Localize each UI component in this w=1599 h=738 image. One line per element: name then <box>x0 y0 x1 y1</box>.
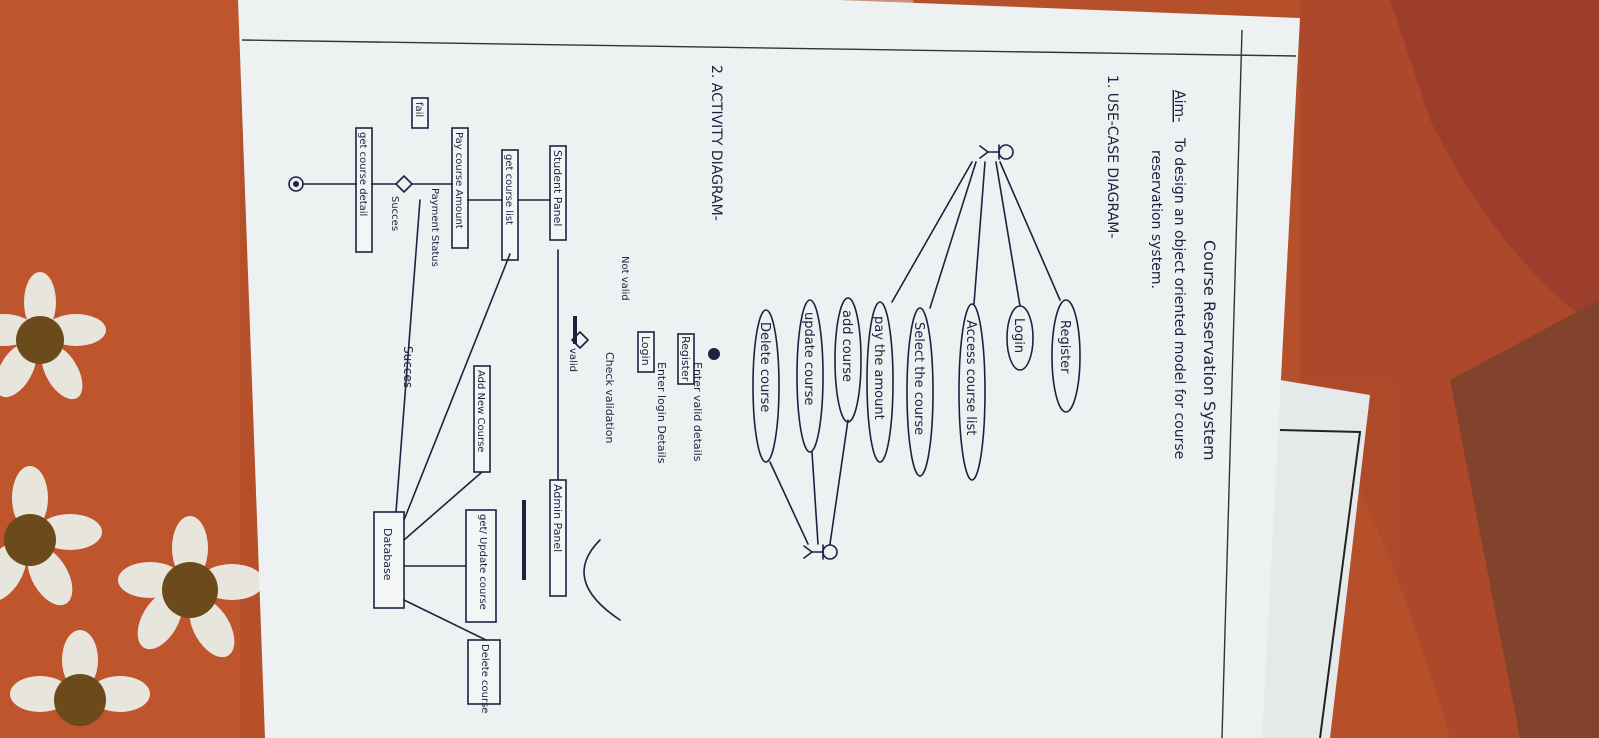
svg-text:add course: add course <box>839 310 854 382</box>
svg-text:Pay course Amount: Pay course Amount <box>453 132 464 229</box>
login-box <box>637 331 655 373</box>
flower-decoration <box>0 272 264 726</box>
decision-node <box>571 331 589 349</box>
svg-text:Login: Login <box>1011 318 1026 353</box>
delete-course-box <box>467 639 501 705</box>
register-box <box>677 333 695 385</box>
student-actor-icon <box>979 144 1014 160</box>
svg-text:Login: Login <box>639 336 652 366</box>
svg-text:Register: Register <box>1057 320 1072 374</box>
svg-text:Student Panel: Student Panel <box>551 150 564 226</box>
svg-text:Delete course: Delete course <box>757 322 772 412</box>
page-margin-top <box>241 39 1297 57</box>
use-case-update-course: update course <box>796 299 824 453</box>
svg-text:Not valid: Not valid <box>619 256 630 301</box>
use-case-delete-course: Delete course <box>752 309 780 463</box>
svg-text:Register: Register <box>679 336 692 382</box>
get-course-detail-box <box>355 127 373 253</box>
svg-text:Select the course: Select the course <box>911 322 926 435</box>
use-case-pay-amount: pay the amount <box>866 301 894 463</box>
use-case-access-course-list: Access course list <box>958 303 986 481</box>
back-sheet <box>1250 375 1370 738</box>
aim-label: Aim- <box>1171 90 1187 122</box>
page-title: Course Reservation System <box>1200 240 1219 461</box>
svg-text:Succes: Succes <box>389 196 400 231</box>
svg-text:valid: valid <box>567 348 578 372</box>
svg-text:Access course list: Access course list <box>963 320 978 435</box>
use-case-select-course: Select the course <box>906 307 934 477</box>
svg-text:update course: update course <box>801 312 816 405</box>
aim-line-1: To design an object oriented model for c… <box>1171 137 1187 459</box>
admin-actor-icon <box>803 544 838 560</box>
svg-text:get course detail: get course detail <box>357 132 368 216</box>
start-node <box>708 348 720 360</box>
svg-text:Payment Status: Payment Status <box>429 188 440 267</box>
svg-text:get course list: get course list <box>503 154 514 225</box>
pay-course-amount-box <box>451 127 469 249</box>
use-case-connectors <box>769 161 1061 545</box>
svg-text:Admin Panel: Admin Panel <box>551 484 564 552</box>
svg-text:Delete course: Delete course <box>479 644 490 713</box>
svg-text:fail: fail <box>413 102 424 117</box>
svg-text:Database: Database <box>381 528 394 581</box>
section-use-case: 1. USE-CASE DIAGRAM- <box>1104 75 1120 238</box>
section-activity: 2. ACTIVITY DIAGRAM- <box>708 65 724 221</box>
fail-box <box>411 97 429 129</box>
database-box <box>373 511 405 609</box>
page-margin-right <box>1221 29 1243 738</box>
svg-text:Check validation: Check validation <box>603 352 616 444</box>
svg-text:Succes: Succes <box>401 346 415 388</box>
svg-text:Add New Course: Add New Course <box>475 370 486 452</box>
use-case-register: Register <box>1051 299 1081 413</box>
back-sheet-border <box>1279 429 1362 738</box>
svg-text:get/ Update course: get/ Update course <box>477 514 488 610</box>
svg-text:Enter login Details: Enter login Details <box>655 362 668 464</box>
svg-text:pay the amount: pay the amount <box>871 316 886 420</box>
svg-text:Enter valid details: Enter valid details <box>691 362 704 462</box>
student-panel-box <box>549 145 567 241</box>
aim-line-2: reservation system. <box>1148 150 1164 289</box>
activity-diagram: Enter valid details Register Enter login… <box>288 97 720 713</box>
get-course-list-box <box>501 149 519 261</box>
